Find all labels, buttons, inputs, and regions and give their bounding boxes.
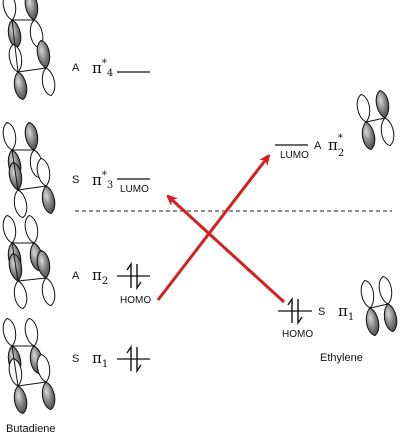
butadiene-pi2-symmetry: A [72, 270, 80, 282]
p-orbital-lobe-pair [36, 39, 56, 97]
butadiene-pi2-name: π2 [92, 266, 108, 287]
butadiene-pi3-name: π*3 [92, 170, 113, 191]
p-orbital-lobe-pair [378, 275, 398, 333]
ethylene-label: Ethylene [320, 352, 363, 364]
butadiene-pi3-orbital-icon [2, 121, 56, 219]
butadiene-lumo-label: LUMO [120, 184, 149, 195]
p-orbital-lobe-pair [36, 249, 56, 307]
ethylene-lumo-label: LUMO [280, 150, 309, 161]
ethylene-pi2-name: π*2 [328, 133, 344, 159]
electron-pair-icon [126, 261, 142, 291]
ethylene-pi2-orbital-icon [356, 89, 395, 151]
ethylene-homo-label: HOMO [282, 329, 313, 340]
ethylene-pi1-symmetry: S [318, 306, 325, 318]
electron-pair-icon [287, 296, 303, 326]
butadiene-pi4-name: π*4 [92, 58, 113, 79]
butadiene-homo-label: HOMO [120, 295, 151, 306]
homo-to-lumo-arrow-ethylene-to-butadiene [170, 198, 286, 304]
ethylene-pi1-orbital-icon [360, 275, 398, 337]
butadiene-pi1-name: π1 [92, 349, 108, 370]
butadiene-pi1-level [117, 344, 150, 374]
butadiene-pi2-level [117, 261, 150, 291]
butadiene-pi1-symmetry: S [72, 353, 79, 365]
p-orbital-lobe-pair [36, 353, 56, 411]
p-orbital-lobe-pair [36, 157, 56, 215]
ethylene-pi2-symmetry: A [314, 140, 322, 152]
ethylene-pi1-name: π1 [338, 302, 354, 323]
butadiene-pi4-orbital-icon [2, 0, 56, 101]
p-orbital-lobe-pair [8, 252, 28, 310]
butadiene-pi3-symmetry: S [72, 174, 79, 186]
butadiene-pi4-symmetry: A [72, 62, 80, 74]
homo-to-lumo-arrow-butadiene-to-ethylene [156, 158, 267, 301]
electron-pair-icon [126, 344, 142, 374]
butadiene-pi2-orbital-icon [2, 214, 56, 310]
butadiene-label: Butadiene [6, 423, 56, 435]
ethylene-pi1-level [278, 296, 312, 326]
p-orbital-lobe-pair [356, 93, 376, 151]
butadiene-pi1-orbital-icon [2, 317, 56, 415]
p-orbital-lobe-pair [8, 43, 28, 101]
p-orbital-lobe-pair [360, 279, 380, 337]
p-orbital-lobe-pair [375, 89, 395, 147]
